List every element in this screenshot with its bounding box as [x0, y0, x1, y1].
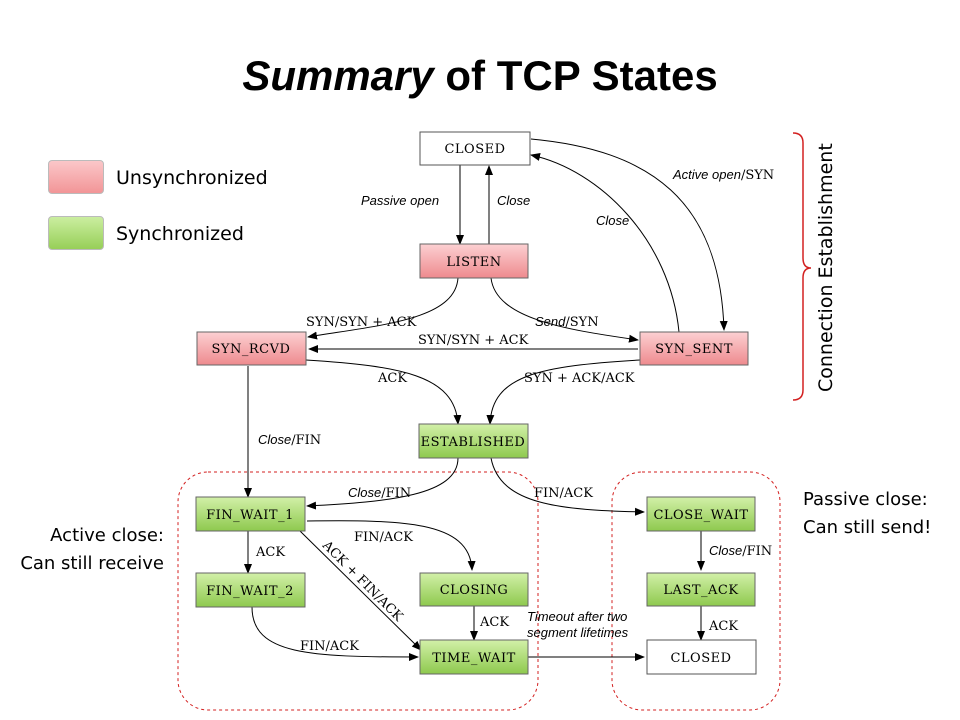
- label-close-fin-cw: Close/FIN: [709, 543, 772, 559]
- state-fin-wait-1: FIN_WAIT_1: [195, 496, 306, 532]
- label-fin-ack-closing: FIN/ACK: [354, 530, 413, 545]
- passive-close-line1: Passive close:: [803, 489, 928, 510]
- state-syn-sent: SYN_SENT: [639, 331, 749, 366]
- arrow-synrcvd-established: [305, 359, 462, 425]
- state-last-ack: LAST_ACK: [646, 572, 756, 607]
- label-fin-ack-est: FIN/ACK: [534, 486, 593, 501]
- label-fin-ack-tw: FIN/ACK: [300, 639, 359, 654]
- state-syn-rcvd: SYN_RCVD: [196, 331, 307, 366]
- label-ack-fw2: ACK: [255, 545, 285, 560]
- state-closed-bottom-label: CLOSED: [670, 651, 731, 666]
- label-listen-close: Close: [497, 193, 530, 208]
- arrow-listen-synrcvd: [307, 277, 459, 340]
- active-close-note: Active close: Can still receive: [0, 522, 164, 578]
- legend-swatch-unsynchronized: [48, 160, 104, 194]
- label-close-fin-est: Close/FIN: [348, 485, 411, 501]
- state-listen: LISTEN: [419, 243, 529, 279]
- label-synsent-close: Close: [596, 213, 629, 228]
- legend-swatch-synchronized: [48, 216, 104, 250]
- arrow-active-open: [530, 138, 728, 331]
- arrow-finwait2-timewait: [251, 606, 419, 661]
- label-ack-fin-ack: ACK + FIN/ACK: [318, 538, 405, 625]
- label-active-open: Active open/SYN: [672, 167, 774, 183]
- state-closing: CLOSING: [419, 572, 529, 607]
- label-synack-ack: SYN + ACK/ACK: [524, 371, 635, 386]
- state-closed-top-label: CLOSED: [444, 142, 505, 157]
- state-listen-label: LISTEN: [446, 255, 501, 270]
- state-fin-wait-2-label: FIN_WAIT_2: [206, 584, 294, 599]
- arrow-listen-synsent: [490, 277, 639, 343]
- state-fin-wait-1-label: FIN_WAIT_1: [206, 508, 294, 523]
- legend-label-synchronized: Synchronized: [116, 223, 244, 245]
- label-ack-established: ACK: [377, 371, 407, 386]
- label-send-syn: Send/SYN: [535, 314, 599, 330]
- arrow-finwait1-closing: [306, 520, 476, 571]
- state-established: ESTABLISHED: [418, 423, 529, 459]
- label-syn-synack-left: SYN/SYN + ACK: [306, 315, 417, 330]
- active-close-region: [177, 471, 539, 711]
- passive-close-note: Passive close: Can still send!: [803, 486, 953, 542]
- arrow-synsent-close: [530, 153, 680, 333]
- arrow-synsent-established: [486, 359, 641, 425]
- page-title: Summary of TCP States: [242, 52, 718, 99]
- state-syn-rcvd-label: SYN_RCVD: [212, 342, 291, 357]
- label-syn-synack-mid: SYN/SYN + ACK: [418, 333, 529, 348]
- state-time-wait: TIME_WAIT: [419, 639, 529, 675]
- label-close-fin-left: Close/FIN: [258, 432, 321, 448]
- state-established-label: ESTABLISHED: [421, 435, 526, 450]
- state-closed-top: CLOSED: [419, 131, 531, 166]
- state-last-ack-label: LAST_ACK: [663, 583, 738, 598]
- label-timeout-line1: Timeout after two: [527, 609, 627, 624]
- label-ack-lastack: ACK: [708, 619, 738, 634]
- state-syn-sent-label: SYN_SENT: [655, 342, 733, 357]
- arrow-established-finwait1: [306, 457, 459, 510]
- active-close-line1: Active close:: [50, 525, 164, 546]
- state-time-wait-label: TIME_WAIT: [432, 651, 516, 666]
- legend-label-unsynchronized: Unsynchronized: [116, 167, 268, 189]
- state-fin-wait-2: FIN_WAIT_2: [195, 572, 306, 608]
- passive-close-line2: Can still send!: [803, 517, 932, 538]
- state-close-wait-label: CLOSE_WAIT: [653, 508, 748, 523]
- label-passive-open: Passive open: [361, 193, 439, 208]
- active-close-line2: Can still receive: [20, 553, 164, 574]
- state-close-wait: CLOSE_WAIT: [646, 496, 756, 532]
- arrow-finwait1-timewait: [299, 530, 422, 651]
- state-closing-label: CLOSING: [440, 583, 509, 598]
- passive-close-region: [611, 471, 781, 711]
- connection-establishment-bracket: [792, 132, 812, 401]
- label-ack-closing: ACK: [479, 615, 509, 630]
- label-timeout-line2: segment lifetimes: [527, 625, 629, 640]
- state-closed-bottom: CLOSED: [646, 639, 757, 675]
- arrow-established-closewait: [490, 457, 645, 516]
